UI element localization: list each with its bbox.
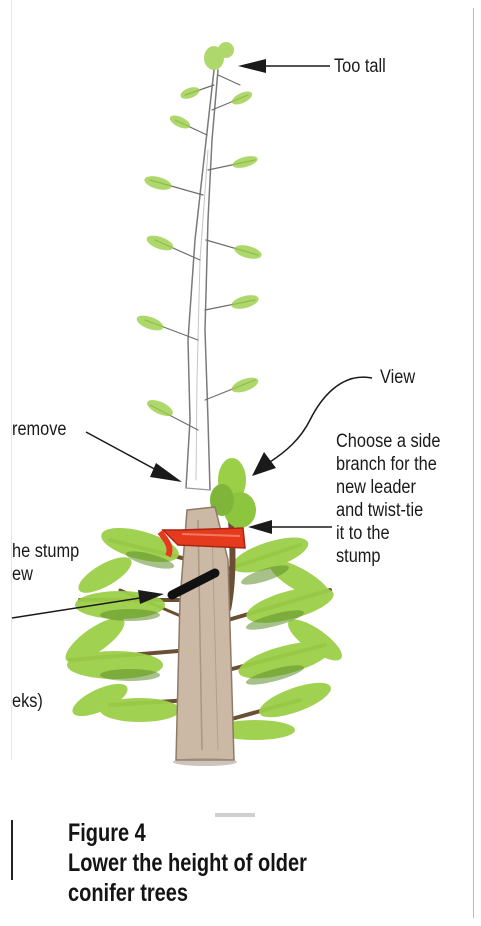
remove-arrowhead	[150, 463, 182, 482]
figure-caption: Figure 4 Lower the height of older conif…	[68, 818, 307, 908]
figure-title-line: Lower the height of older	[68, 848, 307, 878]
old-leader-needles	[135, 42, 263, 419]
choose-line: and twist-tie	[336, 499, 474, 522]
choose-line: Choose a side	[336, 430, 474, 453]
label-choose-side-branch: Choose a side branch for the new leader …	[336, 430, 474, 568]
label-remove: remove	[12, 418, 66, 441]
label-too-tall: Too tall	[334, 55, 386, 78]
smudge	[215, 813, 255, 817]
choose-line: new leader	[336, 476, 474, 499]
stump-line: he stump	[12, 540, 79, 563]
old-leader	[145, 70, 258, 490]
figure-title-line: conifer trees	[68, 878, 307, 908]
too-tall-arrowhead	[238, 59, 266, 73]
choose-line: branch for the	[336, 453, 474, 476]
choose-line: stump	[336, 545, 474, 568]
remove-pointer	[86, 432, 160, 472]
figure-number: Figure 4	[68, 818, 307, 848]
label-stump: he stump ew	[12, 540, 79, 586]
stump-line: ew	[12, 563, 79, 586]
choose-line: it to the	[336, 522, 474, 545]
label-view: View	[380, 366, 415, 389]
label-weeks: eks)	[12, 690, 43, 713]
view-arrowhead	[252, 452, 276, 476]
